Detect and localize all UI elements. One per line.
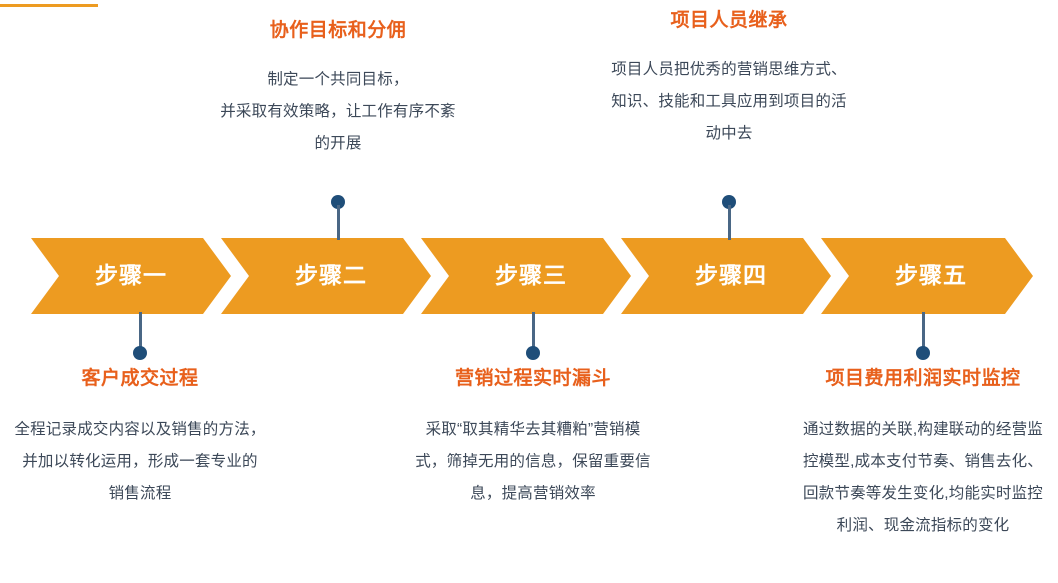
callout-body-line-3: 息，提高营销效率 (470, 485, 596, 502)
connector-up-step2 (324, 195, 352, 240)
step-label-3[interactable]: 步骤三 (495, 262, 567, 288)
connector-down-step3 (519, 312, 547, 360)
chevron-step-band (31, 238, 1033, 314)
callout-title: 项目人员继承 (670, 10, 788, 31)
chevron-segment-2[interactable] (221, 238, 431, 314)
step-label-5[interactable]: 步骤五 (895, 262, 967, 288)
connector-down-step5 (909, 312, 937, 360)
callout-body-line-3: 销售流程 (108, 485, 172, 502)
step-label-2[interactable]: 步骤二 (295, 262, 367, 288)
connector-dot-icon (331, 195, 345, 209)
chevron-segment-5[interactable] (821, 238, 1033, 314)
step-label-4[interactable]: 步骤四 (695, 262, 767, 288)
connector-dot-icon (722, 195, 736, 209)
connector-down-step1 (126, 312, 154, 360)
callout-above-step4: 项目人员继承 项目人员把优秀的营销思维方式、 知识、技能和工具应用到项目的活 动… (573, 8, 885, 150)
connector-line (921, 312, 925, 350)
callout-body-line-4: 利润、现金流指标的变化 (836, 517, 1010, 534)
connector-line (138, 312, 142, 350)
callout-body-line-2: 并采取有效策略，让工作有序不紊 (220, 103, 456, 120)
callout-body-line-1: 全程记录成交内容以及销售的方法， (14, 421, 266, 438)
connector-line (727, 205, 731, 240)
chevron-segment-4[interactable] (621, 238, 831, 314)
callout-below-step3: 营销过程实时漏斗 采取“取其精华去其糟粕”营销模 式，筛掉无用的信息，保留重要信… (377, 366, 689, 510)
callout-body-line-3: 的开展 (314, 135, 362, 152)
top-left-accent-rule (0, 4, 98, 7)
connector-dot-icon (133, 346, 147, 360)
chevron-segment-1[interactable] (31, 238, 231, 314)
chevron-segment-3[interactable] (421, 238, 631, 314)
callout-above-step2: 协作目标和分佣 制定一个共同目标， 并采取有效策略，让工作有序不紊 的开展 (182, 18, 494, 160)
callout-body-line-1: 通过数据的关联,构建联动的经营监 (802, 421, 1043, 438)
connector-line (336, 205, 340, 240)
callout-body-line-2: 知识、技能和工具应用到项目的活 (611, 93, 847, 110)
callout-body-line-2: 控模型,成本支付节奏、销售去化、 (802, 453, 1043, 470)
callout-body-line-3: 回款节奏等发生变化,均能实时监控 (802, 485, 1043, 502)
callout-body-line-2: 并加以转化运用，形成一套专业的 (22, 453, 258, 470)
connector-dot-icon (526, 346, 540, 360)
callout-body-line-1: 采取“取其精华去其糟粕”营销模 (425, 421, 641, 438)
callout-body-line-1: 项目人员把优秀的营销思维方式、 (611, 61, 847, 78)
connector-dot-icon (916, 346, 930, 360)
callout-title: 客户成交过程 (81, 368, 199, 389)
callout-title: 营销过程实时漏斗 (454, 368, 611, 389)
callout-body-line-1: 制定一个共同目标， (267, 71, 409, 88)
callout-title: 协作目标和分佣 (269, 20, 407, 41)
callout-title: 项目费用利润实时监控 (825, 368, 1021, 389)
connector-up-step4 (715, 195, 743, 240)
callout-below-step1: 客户成交过程 全程记录成交内容以及销售的方法， 并加以转化运用，形成一套专业的 … (0, 366, 296, 510)
step-label-1[interactable]: 步骤一 (95, 262, 167, 288)
connector-line (531, 312, 535, 350)
callout-body-line-2: 式，筛掉无用的信息，保留重要信 (415, 453, 651, 470)
callout-below-step5: 项目费用利润实时监控 通过数据的关联,构建联动的经营监 控模型,成本支付节奏、销… (767, 366, 1058, 542)
chevron-band-svg (31, 238, 1033, 314)
callout-body-line-3: 动中去 (705, 125, 753, 142)
